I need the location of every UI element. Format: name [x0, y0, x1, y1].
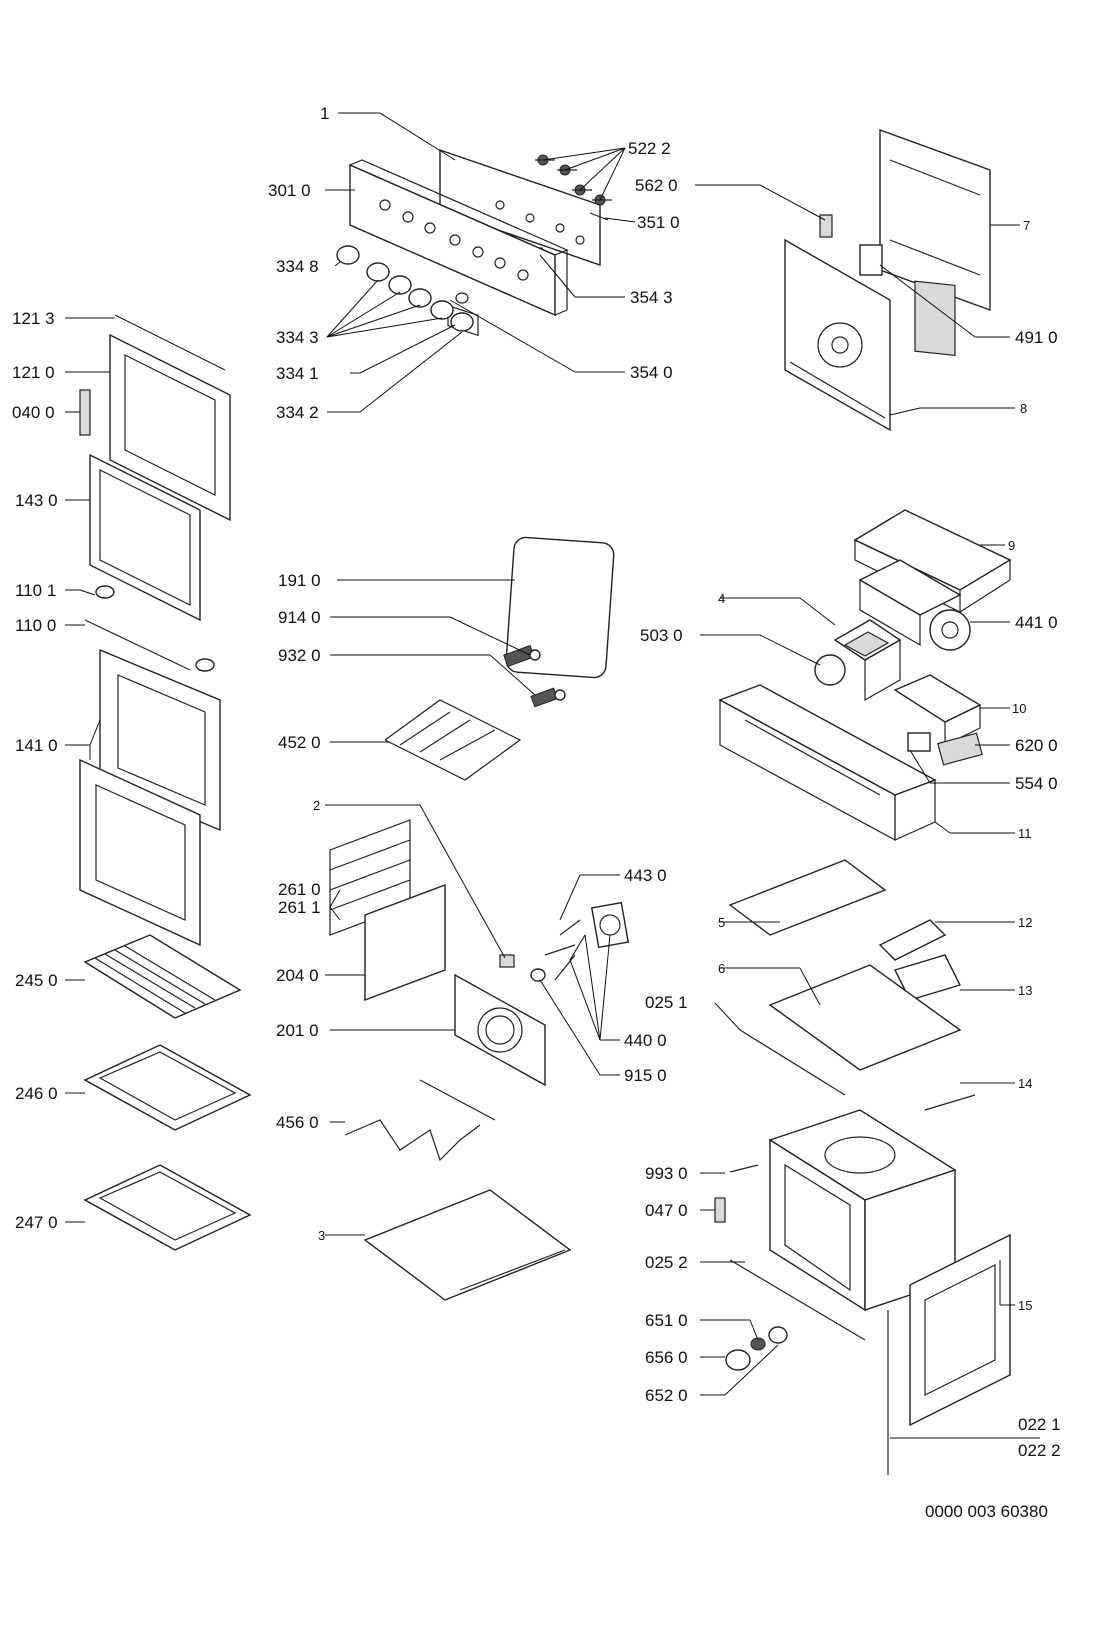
part-bottom-plate	[363, 1189, 572, 1301]
label-110-0: 110 0	[15, 616, 56, 635]
part-fan-cover	[454, 973, 546, 1087]
label-261-1: 261 1	[278, 898, 321, 917]
part-back-wall	[784, 238, 891, 432]
part-relays	[907, 732, 983, 766]
label-110-1: 110 1	[15, 581, 56, 600]
label-456-0: 456 0	[276, 1113, 319, 1132]
label-025-2: 025 2	[645, 1253, 688, 1272]
label-301-0: 301 0	[268, 181, 311, 200]
label-354-0: 354 0	[630, 363, 673, 382]
part-grill-element	[384, 644, 566, 781]
label-141-0: 141 0	[15, 736, 58, 755]
label-652-0: 652 0	[645, 1386, 688, 1405]
label-452-0: 452 0	[278, 733, 321, 752]
label-191-0: 191 0	[278, 571, 321, 590]
part-gasket	[505, 536, 615, 679]
label-10: 10	[1012, 701, 1026, 716]
part-racks-trays	[83, 934, 252, 1251]
label-245-0: 245 0	[15, 971, 58, 990]
label-914-0: 914 0	[278, 608, 321, 627]
part-bracket-12	[878, 919, 947, 961]
part-top-plate	[728, 859, 887, 936]
part-control-fascia	[348, 159, 569, 317]
label-5: 5	[718, 915, 725, 930]
part-front-frame	[718, 684, 937, 842]
label-7: 7	[1023, 218, 1030, 233]
part-top-panel	[739, 964, 962, 1096]
label-201-0: 201 0	[276, 1021, 319, 1040]
part-switches	[535, 154, 612, 206]
label-261-0: 261 0	[278, 880, 321, 899]
part-door-frame	[79, 314, 231, 622]
label-247-0: 247 0	[15, 1213, 58, 1232]
label-6: 6	[718, 961, 725, 976]
part-small-fixings	[714, 1164, 866, 1371]
label-040-0: 040 0	[12, 403, 55, 422]
label-562-0: 562 0	[635, 176, 678, 195]
label-022-2: 022 2	[1018, 1441, 1061, 1460]
label-13: 13	[1018, 983, 1032, 998]
label-334-2: 334 2	[276, 403, 319, 422]
label-3: 3	[318, 1228, 325, 1243]
part-cooling-fan	[858, 559, 971, 651]
part-hinges	[84, 585, 215, 672]
label-334-1: 334 1	[276, 364, 319, 383]
label-047-0: 047 0	[645, 1201, 688, 1220]
label-143-0: 143 0	[15, 491, 58, 510]
label-12: 12	[1018, 915, 1032, 930]
part-lower-element	[344, 1079, 496, 1162]
label-656-0: 656 0	[645, 1348, 688, 1367]
label-025-1: 025 1	[645, 993, 688, 1012]
drawing-reference-number: 0000 003 60380	[925, 1502, 1048, 1521]
label-11: 11	[1018, 826, 1032, 841]
part-rear-small	[819, 214, 883, 276]
label-522-2: 522 2	[628, 139, 671, 158]
label-334-8: 334 8	[276, 257, 319, 276]
part-bracket-10	[893, 674, 982, 746]
label-651-0: 651 0	[645, 1311, 688, 1330]
label-246-0: 246 0	[15, 1084, 58, 1103]
label-1: 1	[320, 104, 329, 123]
label-4: 4	[718, 591, 725, 606]
label-121-0: 121 0	[12, 363, 55, 382]
part-rear-panel	[879, 129, 991, 357]
label-14: 14	[1018, 1076, 1032, 1091]
label-121-3: 121 3	[12, 309, 55, 328]
part-rail-14	[924, 1094, 976, 1111]
label-022-1: 022 1	[1018, 1415, 1061, 1434]
label-2: 2	[313, 798, 320, 813]
label-440-0: 440 0	[624, 1031, 667, 1050]
label-443-0: 443 0	[624, 866, 667, 885]
label-351-0: 351 0	[637, 213, 680, 232]
label-620-0: 620 0	[1015, 736, 1058, 755]
label-334-3: 334 3	[276, 328, 319, 347]
part-fan-motor	[530, 901, 630, 982]
label-932-0: 932 0	[278, 646, 321, 665]
label-9: 9	[1008, 538, 1015, 553]
label-554-0: 554 0	[1015, 774, 1058, 793]
leader-lines	[65, 112, 1040, 1439]
part-side-panel	[887, 1233, 1011, 1475]
label-15: 15	[1018, 1298, 1032, 1313]
label-993-0: 993 0	[645, 1164, 688, 1183]
part-top-cover	[853, 509, 1012, 613]
part-door-glass	[79, 648, 221, 947]
part-shelf-supports	[329, 819, 515, 1002]
part-labels: 1 522 2 301 0 562 0 351 0 7 334 8 354 3 …	[12, 104, 1061, 1460]
label-915-0: 915 0	[624, 1066, 667, 1085]
label-204-0: 204 0	[276, 966, 319, 985]
part-terminal-block	[814, 619, 902, 702]
label-491-0: 491 0	[1015, 328, 1058, 347]
label-8: 8	[1020, 401, 1027, 416]
label-441-0: 441 0	[1015, 613, 1058, 632]
part-knobs	[336, 245, 474, 332]
label-503-0: 503 0	[640, 626, 683, 645]
label-354-3: 354 3	[630, 288, 673, 307]
